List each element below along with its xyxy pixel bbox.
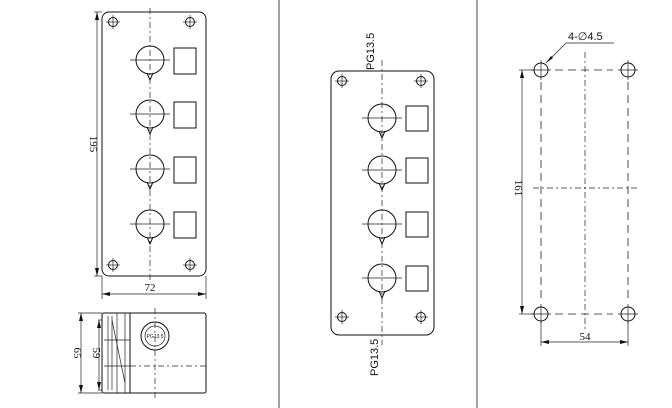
middle-button-1 [362, 103, 429, 140]
side-outer-height-label: 65 [71, 348, 83, 360]
mounting-width-dimension: 54 [540, 321, 629, 346]
middle-enclosure-outline [330, 70, 435, 336]
middle-corner-screws [335, 74, 428, 324]
side-inner-height-dimension: 59 [90, 319, 102, 391]
side-view: PG13.5 65 59 [71, 308, 207, 398]
front-button-3 [130, 154, 197, 191]
side-gland-label: PG13.5 [147, 334, 164, 340]
side-inner-height-label: 59 [90, 348, 102, 360]
side-cable-gland: PG13.5 [140, 321, 170, 351]
middle-button-2 [362, 155, 429, 192]
middle-gland-bottom-label: PG13.5 [369, 339, 381, 376]
mounting-holes [531, 60, 638, 324]
front-width-label: 72 [145, 282, 156, 294]
side-enclosure-outline [101, 312, 207, 394]
mounting-height-label: 161 [512, 180, 524, 197]
middle-button-4 [362, 263, 429, 300]
hole-callout-label: 4-∅4.5 [568, 31, 603, 43]
hole-callout: 4-∅4.5 [545, 31, 614, 64]
front-height-label: 195 [87, 136, 99, 153]
front-view: 195 72 [87, 8, 207, 299]
front-corner-screws [106, 15, 197, 272]
middle-gland-top-label: PG13.5 [365, 33, 377, 70]
front-button-4 [130, 209, 197, 246]
mounting-width-label: 54 [580, 331, 592, 343]
front-button-1 [130, 45, 197, 82]
middle-view: PG13.5 PG13.5 [330, 33, 435, 376]
front-width-dimension: 72 [101, 276, 207, 299]
side-outer-height-dimension: 65 [71, 312, 102, 394]
middle-button-3 [362, 209, 429, 246]
mounting-view: 4-∅4.5 161 54 [512, 31, 638, 346]
mounting-height-dimension: 161 [512, 69, 534, 315]
front-enclosure-outline [101, 11, 207, 277]
front-button-2 [130, 99, 197, 136]
front-height-dimension: 195 [87, 11, 102, 277]
